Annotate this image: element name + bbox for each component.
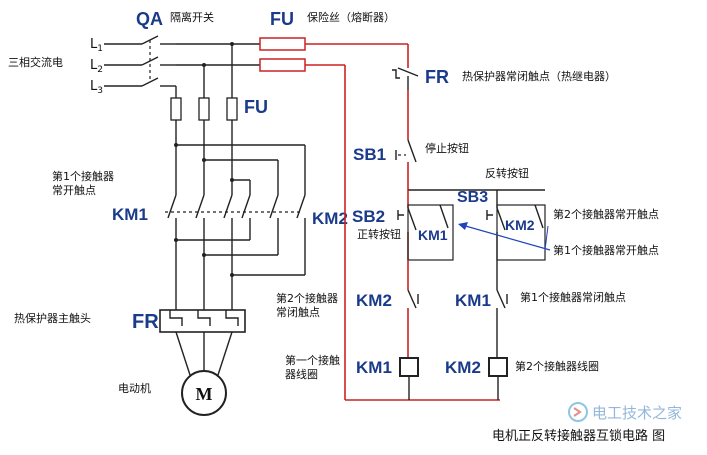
km1-main-description-2: 常开触点 bbox=[52, 183, 96, 197]
fu-mid-fuse-2 bbox=[198, 97, 210, 121]
km2-main-contacts bbox=[241, 194, 306, 219]
three-phase-label: 三相交流电 bbox=[8, 55, 63, 69]
km2-nc-label: KM2 bbox=[356, 291, 392, 310]
km1-main-contacts bbox=[165, 194, 300, 219]
coil2-description: 第2个接触器线圈 bbox=[515, 359, 599, 373]
sb1-description: 停止按钮 bbox=[425, 141, 469, 155]
watermark-logo bbox=[568, 402, 588, 422]
km2-hold-contact-box bbox=[496, 204, 546, 261]
fr-ctrl-label: FR bbox=[425, 67, 449, 87]
km2-box-label: KM2 bbox=[505, 217, 535, 233]
sb1-label: SB1 bbox=[353, 145, 386, 164]
fu-mid-label: FU bbox=[244, 97, 268, 117]
km2-nc-description-1: 第2个接触器 bbox=[276, 291, 338, 305]
watermark-text: 电工技术之家 bbox=[592, 404, 682, 422]
km1-main-description-1: 第1个接触器 bbox=[52, 169, 114, 183]
km2-nc-interlock bbox=[407, 289, 419, 309]
qa-description: 隔离开关 bbox=[170, 10, 214, 24]
fu-top-fuse-1 bbox=[259, 37, 306, 51]
forward-description: 正转按钮 bbox=[357, 227, 401, 241]
fu-mid-fuse-3 bbox=[226, 97, 238, 121]
km1-coil-label: KM1 bbox=[356, 358, 392, 377]
motor-label: M bbox=[196, 384, 213, 404]
sb3-label: SB3 bbox=[457, 189, 488, 206]
fr-nc-contact bbox=[392, 67, 419, 90]
l2-label: L2 bbox=[90, 58, 103, 75]
annotation-arrows bbox=[458, 222, 551, 251]
output-wires bbox=[174, 218, 306, 310]
l3-label: L3 bbox=[90, 79, 103, 96]
motor-symbol bbox=[181, 370, 227, 416]
l1-label: L1 bbox=[90, 37, 103, 54]
sb3-reverse-button bbox=[486, 190, 506, 260]
qa-isolating-switch bbox=[141, 35, 176, 87]
motor-description: 电动机 bbox=[118, 381, 151, 395]
sb2-forward-button bbox=[397, 190, 417, 260]
km1-nc-description: 第1个接触器常闭触点 bbox=[520, 290, 626, 304]
sb1-stop-button bbox=[395, 139, 417, 163]
fu-top-fuse-2 bbox=[259, 58, 306, 72]
fr-ctrl-description: 热保护器常闭触点（热继电器） bbox=[462, 69, 616, 83]
coil1-description-2: 器线圈 bbox=[285, 367, 318, 381]
fr-thermal-element bbox=[159, 309, 246, 333]
fr-main-description: 热保护器主触头 bbox=[14, 311, 91, 325]
km2-coil-label: KM2 bbox=[445, 358, 481, 377]
reverse-description: 反转按钮 bbox=[485, 166, 529, 180]
km2-no-description: 第2个接触器常开触点 bbox=[553, 207, 659, 221]
fr-main-label: FR bbox=[132, 311, 159, 333]
km1-hold-contact-box bbox=[407, 204, 454, 261]
fu-top-label: FU bbox=[270, 9, 294, 29]
km2-nc-description-2: 常闭触点 bbox=[276, 305, 320, 319]
reversing-crossover-wires bbox=[174, 143, 306, 195]
qa-label: QA bbox=[136, 9, 163, 29]
fu-top-description: 保险丝（熔断器） bbox=[307, 10, 395, 24]
km1-nc-label: KM1 bbox=[455, 291, 491, 310]
fu-mid-fuse-1 bbox=[170, 97, 182, 121]
km2-coil bbox=[488, 357, 508, 377]
coil1-description-1: 第一个接触 bbox=[285, 353, 340, 367]
diagram-caption: 电机正反转接触器互锁电路 图 bbox=[492, 428, 665, 444]
km1-nc-interlock bbox=[496, 289, 508, 309]
km1-main-label: KM1 bbox=[112, 205, 148, 224]
km1-coil bbox=[399, 357, 419, 377]
km1-no-description: 第1个接触器常开触点 bbox=[553, 243, 659, 257]
km1-box-label: KM1 bbox=[418, 227, 448, 243]
km2-main-label: KM2 bbox=[312, 209, 348, 228]
sb2-label: SB2 bbox=[352, 207, 385, 226]
